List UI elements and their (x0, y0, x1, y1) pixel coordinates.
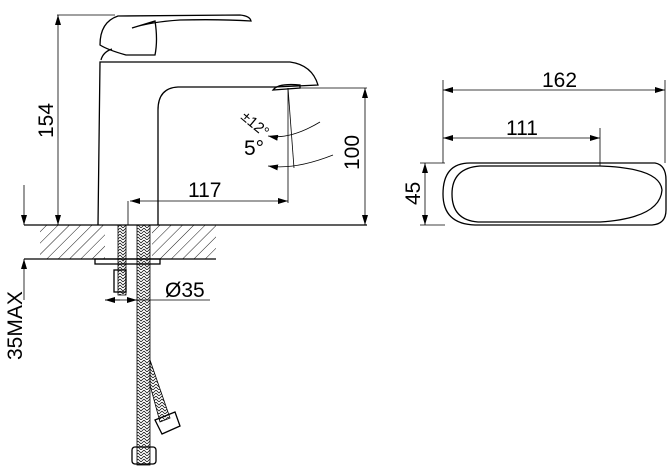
dim-hole-diameter: Ø35 (165, 279, 205, 302)
faucet-body (97, 14, 319, 226)
angle-upper-label: ±12° (237, 108, 272, 141)
supply-hoses (113, 224, 181, 466)
dim-spout-height: 100 (341, 135, 364, 170)
dim-handle-length: 111 (506, 117, 538, 140)
dim-counter-max: 35MAX (4, 291, 27, 360)
handle-top-view (442, 162, 667, 226)
dim-spout-reach: 117 (188, 179, 221, 202)
dim-handle-width: 45 (402, 182, 425, 205)
dim-top-length: 162 (542, 69, 577, 92)
countertop-section (24, 224, 367, 265)
dim-height-total: 154 (35, 103, 58, 138)
angle-lower-label: 5° (244, 137, 264, 160)
dimension-lines (21, 14, 666, 303)
